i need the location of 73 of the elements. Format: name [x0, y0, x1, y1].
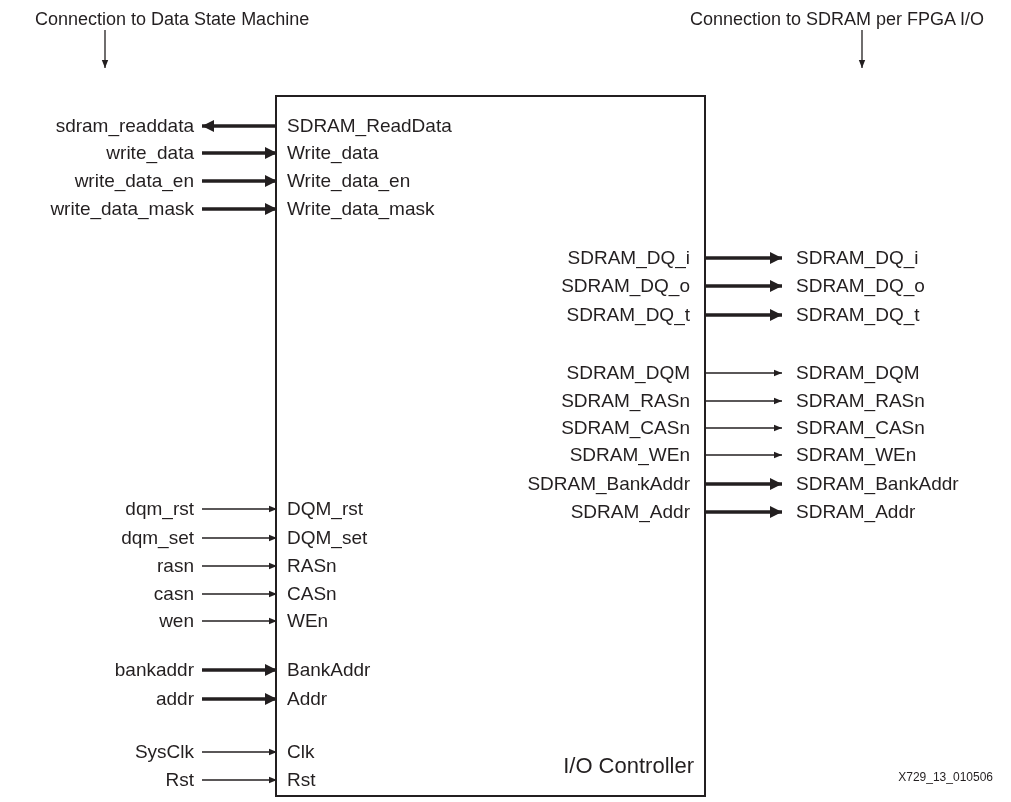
controller-block	[275, 95, 706, 797]
port-name: DQM_rst	[277, 498, 363, 520]
arrow	[202, 120, 277, 132]
port-name: Write_data	[277, 142, 379, 164]
port-name: Addr	[277, 688, 328, 710]
signal-name: dqm_set	[121, 527, 202, 549]
signal-name: SDRAM_CASn	[782, 417, 925, 439]
port-name: RASn	[277, 555, 337, 577]
port-name: Clk	[277, 741, 315, 763]
arrow	[101, 29, 109, 69]
signal-name: dqm_rst	[125, 498, 202, 520]
arrow	[202, 175, 277, 187]
arrow	[703, 451, 783, 459]
note-text: Connection to Data State Machine	[35, 8, 310, 30]
signal-name: sdram_readdata	[55, 115, 202, 137]
arrow	[704, 478, 782, 490]
signal-name: wen	[159, 610, 202, 632]
port-name: SDRAM_WEn	[569, 444, 704, 466]
port-name: SDRAM_RASn	[561, 390, 704, 412]
port-name: Write_data_mask	[277, 198, 435, 220]
signal-name: SDRAM_DQ_o	[782, 275, 925, 297]
signal-name: bankaddr	[114, 659, 202, 681]
signal-name: SDRAM_DQM	[782, 362, 920, 384]
arrow	[201, 562, 278, 570]
signal-name: SDRAM_BankAddr	[782, 473, 959, 495]
arrow	[703, 397, 783, 405]
port-name: CASn	[277, 583, 337, 605]
arrow	[201, 617, 278, 625]
arrow	[202, 147, 277, 159]
signal-name: SDRAM_WEn	[782, 444, 917, 466]
port-name: SDRAM_BankAddr	[527, 473, 704, 495]
port-name: SDRAM_Addr	[570, 501, 704, 523]
arrow	[202, 664, 277, 676]
signal-name: SDRAM_DQ_t	[782, 304, 920, 326]
arrow	[703, 369, 783, 377]
port-name: BankAddr	[277, 659, 371, 681]
arrow	[704, 252, 782, 264]
signal-name: write_data_mask	[50, 198, 202, 220]
signal-name: rasn	[157, 555, 202, 577]
arrow	[201, 748, 278, 756]
note-text: Connection to SDRAM per FPGA I/O	[690, 8, 985, 30]
signal-name: casn	[153, 583, 202, 605]
signal-name: write_data	[106, 142, 202, 164]
arrow	[703, 424, 783, 432]
arrow	[202, 203, 277, 215]
arrow	[201, 505, 278, 513]
arrow	[858, 29, 866, 69]
arrow	[704, 280, 782, 292]
arrow	[704, 506, 782, 518]
signal-name: SDRAM_RASn	[782, 390, 925, 412]
block-title: I/O Controller	[563, 753, 694, 779]
port-name: Write_data_en	[277, 170, 411, 192]
port-name: SDRAM_DQ_i	[567, 247, 704, 269]
arrow	[202, 693, 277, 705]
arrow	[704, 309, 782, 321]
port-name: SDRAM_CASn	[561, 417, 704, 439]
signal-name: SDRAM_DQ_i	[782, 247, 919, 269]
port-name: Rst	[277, 769, 316, 791]
port-name: SDRAM_ReadData	[277, 115, 452, 137]
port-name: WEn	[277, 610, 329, 632]
port-name: DQM_set	[277, 527, 368, 549]
arrow	[201, 534, 278, 542]
port-name: SDRAM_DQM	[566, 362, 704, 384]
signal-name: Rst	[165, 769, 202, 791]
signal-name: write_data_en	[74, 170, 202, 192]
arrow	[201, 776, 278, 784]
arrow	[201, 590, 278, 598]
signal-name: SDRAM_Addr	[782, 501, 916, 523]
figure-id: X729_13_010506	[898, 770, 993, 784]
port-name: SDRAM_DQ_o	[561, 275, 704, 297]
port-name: SDRAM_DQ_t	[566, 304, 704, 326]
signal-name: SysClk	[134, 741, 202, 763]
signal-name: addr	[155, 688, 202, 710]
